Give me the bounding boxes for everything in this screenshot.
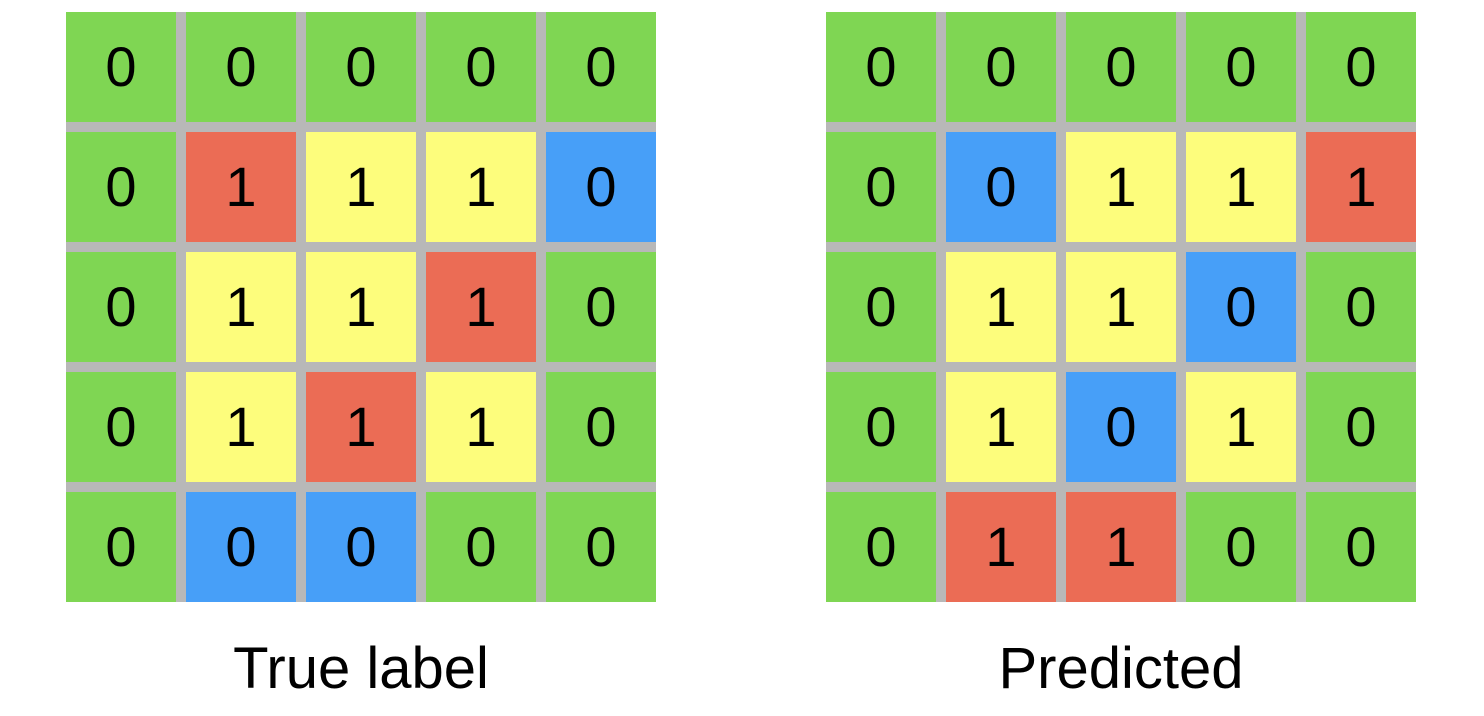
predicted-cell-r2-c2: 0	[946, 132, 1056, 242]
true-label-cell-r1-c2: 0	[186, 12, 296, 122]
true-label-cell-r2-c3: 1	[306, 132, 416, 242]
true-label-cell-r2-c1: 0	[66, 132, 176, 242]
predicted-cell-r3-c3: 1	[1066, 252, 1176, 362]
predicted-cell-r4-c4: 1	[1186, 372, 1296, 482]
true-label-cell-r2-c4: 1	[426, 132, 536, 242]
predicted-cell-r3-c1: 0	[826, 252, 936, 362]
predicted-cell-r1-c1: 0	[826, 12, 936, 122]
true-label-cell-r2-c5: 0	[546, 132, 656, 242]
predicted-cell-r4-c1: 0	[826, 372, 936, 482]
true-label-cell-r1-c4: 0	[426, 12, 536, 122]
predicted-caption: Predicted	[998, 636, 1244, 701]
predicted-cell-r2-c3: 1	[1066, 132, 1176, 242]
predicted-cell-r4-c5: 0	[1306, 372, 1416, 482]
predicted-cell-r4-c2: 1	[946, 372, 1056, 482]
predicted-cell-r5-c1: 0	[826, 492, 936, 602]
true-label-cell-r4-c2: 1	[186, 372, 296, 482]
predicted-cell-r2-c1: 0	[826, 132, 936, 242]
true-label-cell-r3-c4: 1	[426, 252, 536, 362]
true-label-cell-r2-c2: 1	[186, 132, 296, 242]
true-label-cell-r1-c3: 0	[306, 12, 416, 122]
true-label-cell-r3-c2: 1	[186, 252, 296, 362]
predicted-cell-r5-c3: 1	[1066, 492, 1176, 602]
true-label-cell-r1-c5: 0	[546, 12, 656, 122]
true-label-cell-r5-c4: 0	[426, 492, 536, 602]
true-label-cell-r4-c4: 1	[426, 372, 536, 482]
true-label-cell-r3-c5: 0	[546, 252, 656, 362]
predicted-cell-r5-c2: 1	[946, 492, 1056, 602]
true-label-cell-r5-c3: 0	[306, 492, 416, 602]
true-label-cell-r4-c3: 1	[306, 372, 416, 482]
true-label-cell-r1-c1: 0	[66, 12, 176, 122]
predicted-cell-r1-c5: 0	[1306, 12, 1416, 122]
true-label-cell-r4-c5: 0	[546, 372, 656, 482]
predicted-cell-r1-c4: 0	[1186, 12, 1296, 122]
predicted-cell-r1-c3: 0	[1066, 12, 1176, 122]
predicted-cell-r1-c2: 0	[946, 12, 1056, 122]
true-label-cell-r5-c1: 0	[66, 492, 176, 602]
predicted-cell-r5-c5: 0	[1306, 492, 1416, 602]
predicted-cell-r3-c5: 0	[1306, 252, 1416, 362]
predicted-cell-r3-c2: 1	[946, 252, 1056, 362]
true-label-cell-r5-c5: 0	[546, 492, 656, 602]
predicted-cell-r4-c3: 0	[1066, 372, 1176, 482]
true-label-cell-r3-c3: 1	[306, 252, 416, 362]
true-label-cell-r5-c2: 0	[186, 492, 296, 602]
predicted-cell-r2-c4: 1	[1186, 132, 1296, 242]
predicted-cell-r3-c4: 0	[1186, 252, 1296, 362]
true-label-caption: True label	[233, 636, 489, 701]
predicted-cell-r2-c5: 1	[1306, 132, 1416, 242]
true-label-cell-r3-c1: 0	[66, 252, 176, 362]
predicted-cell-r5-c4: 0	[1186, 492, 1296, 602]
true-label-cell-r4-c1: 0	[66, 372, 176, 482]
